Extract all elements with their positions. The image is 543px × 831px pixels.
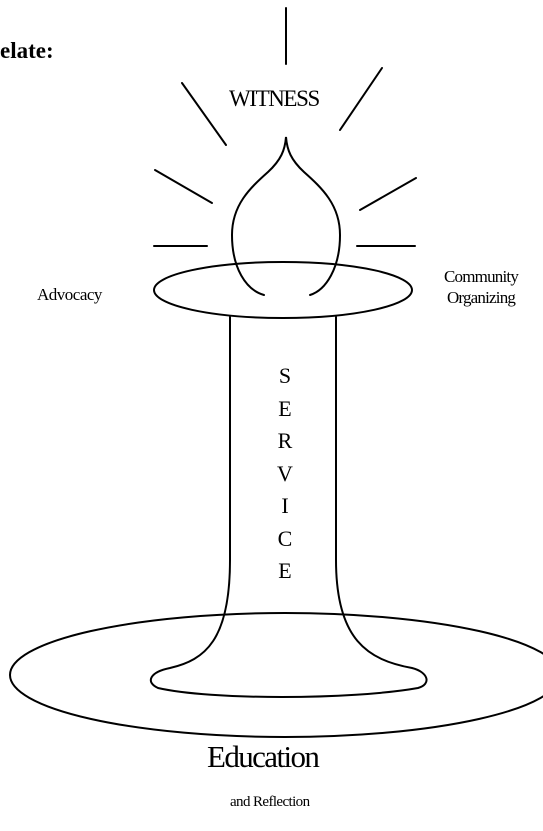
ray-upper-left (182, 83, 226, 145)
service-label: S E R V I C E (273, 360, 297, 588)
service-letter: R (273, 425, 297, 458)
heading-fragment: elate: (0, 38, 54, 64)
base-plate (10, 613, 543, 737)
service-letter: C (273, 523, 297, 556)
community-label-line1: Community (444, 266, 518, 287)
candle-top-dish (154, 262, 412, 318)
ray-middle-right (360, 178, 416, 210)
education-label: Education (207, 739, 318, 775)
service-letter: E (273, 393, 297, 426)
service-letter: E (273, 555, 297, 588)
service-letter: I (273, 490, 297, 523)
community-organizing-label: Community Organizing (444, 266, 518, 308)
witness-label: WITNESS (229, 86, 319, 112)
flame (232, 137, 340, 295)
ray-middle-left (155, 170, 212, 203)
service-letter: V (273, 458, 297, 491)
ray-upper-right (340, 68, 382, 130)
community-label-line2: Organizing (444, 287, 518, 308)
reflection-label: and Reflection (230, 794, 309, 811)
advocacy-label: Advocacy (37, 285, 102, 305)
service-letter: S (273, 360, 297, 393)
